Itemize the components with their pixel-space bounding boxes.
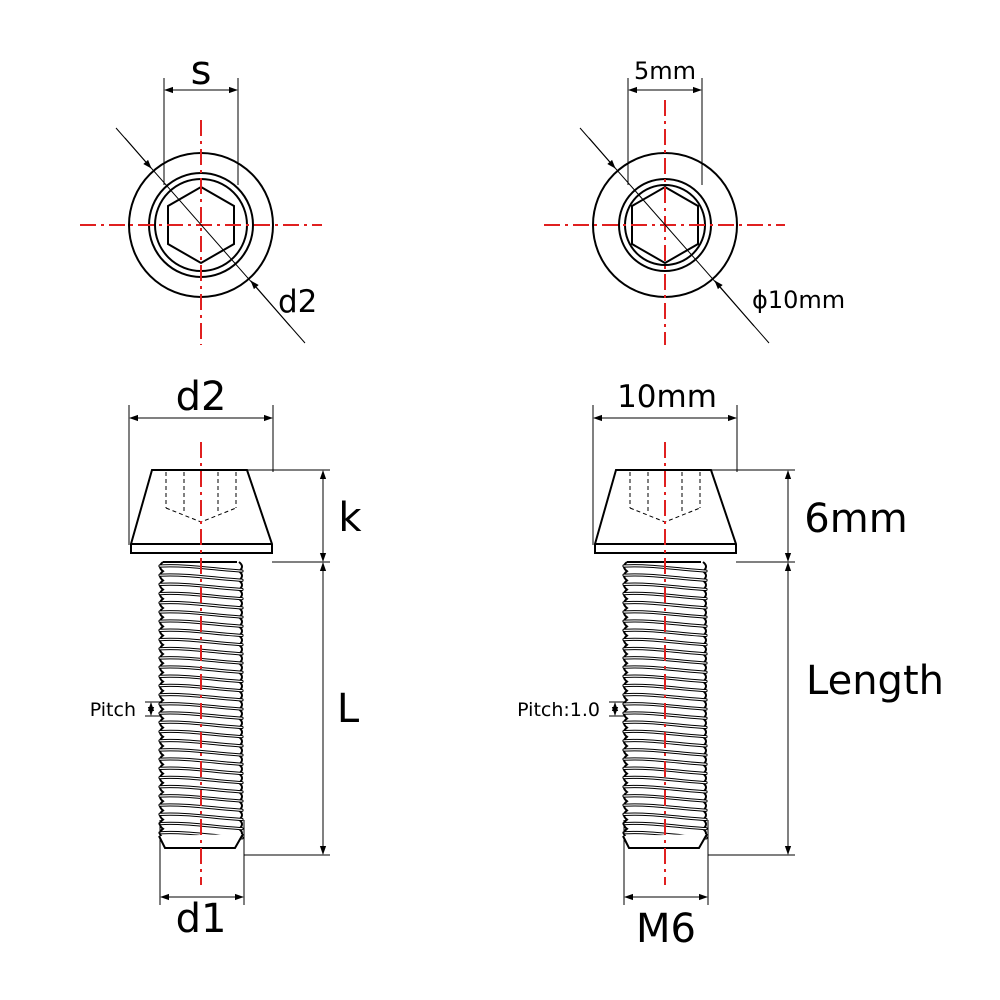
thread-crest-highlight <box>159 804 243 811</box>
thread-crest-highlight <box>159 583 243 591</box>
d2-arrow-upper <box>124 137 152 169</box>
diameter-arrow-upper <box>588 137 616 169</box>
thread-crest-highlight <box>159 574 243 581</box>
thread-crest-highlight <box>159 638 243 646</box>
thread-label: d1 <box>176 896 227 942</box>
top-view-head-actual: 5mm ϕ10mm <box>544 57 845 345</box>
head-height-label: k <box>338 495 362 541</box>
thread-crest-highlight <box>623 749 707 756</box>
hex-socket <box>631 185 699 265</box>
thread-crest-highlight <box>623 583 707 591</box>
thread-crest-highlight <box>623 574 707 581</box>
pitch-label: Pitch:1.0 <box>517 699 600 721</box>
thread-crest-highlight <box>623 638 707 646</box>
diameter-arrow-lower <box>714 280 755 327</box>
head-height-label: 6mm <box>804 496 907 542</box>
thread-crest-highlight <box>159 813 243 821</box>
symbolic-view: s d2 d2 k <box>80 48 362 942</box>
thread-crest-highlight <box>159 601 243 609</box>
thread-crest-highlight <box>623 776 707 784</box>
head-width-label: d2 <box>176 374 227 420</box>
hex-socket <box>167 185 235 265</box>
thread-label: M6 <box>636 906 696 952</box>
side-view-actual: 10mm 6mm Length Pitch:1.0 M6 <box>517 379 944 952</box>
thread-crest-highlight <box>159 611 243 618</box>
side-view-symbolic: d2 k L Pitch <box>90 374 363 942</box>
thread-crest-highlight <box>623 758 707 765</box>
s-label: s <box>191 48 212 94</box>
thread-crest-highlight <box>159 749 243 756</box>
thread-crest-highlight <box>159 776 243 784</box>
length-label: L <box>337 686 360 732</box>
thread-crest-highlight <box>623 721 707 729</box>
socket-size-label: 5mm <box>634 57 696 85</box>
thread-crest-highlight <box>623 611 707 618</box>
thread-crest-highlight <box>159 721 243 729</box>
d2-diagonal-label: d2 <box>278 284 317 320</box>
thread-crest-highlight <box>159 785 243 793</box>
thread-crest-highlight <box>159 758 243 765</box>
head-width-label: 10mm <box>617 379 717 415</box>
length-label: Length <box>806 658 944 704</box>
thread-shank <box>158 561 244 849</box>
top-view-head-symbolic: s d2 <box>80 48 322 345</box>
thread-crest-highlight <box>623 813 707 821</box>
thread-crest-highlight <box>623 601 707 609</box>
actual-view: 5mm ϕ10mm 10mm 6mm Length <box>517 57 944 952</box>
thread-crest-highlight <box>623 785 707 793</box>
pitch-label: Pitch <box>90 699 136 721</box>
diameter-label: ϕ10mm <box>752 286 845 314</box>
thread-profile-left <box>159 561 165 839</box>
d2-arrow-lower <box>250 280 291 327</box>
thread-crest-highlight <box>623 804 707 811</box>
thread-profile-left <box>623 561 629 839</box>
